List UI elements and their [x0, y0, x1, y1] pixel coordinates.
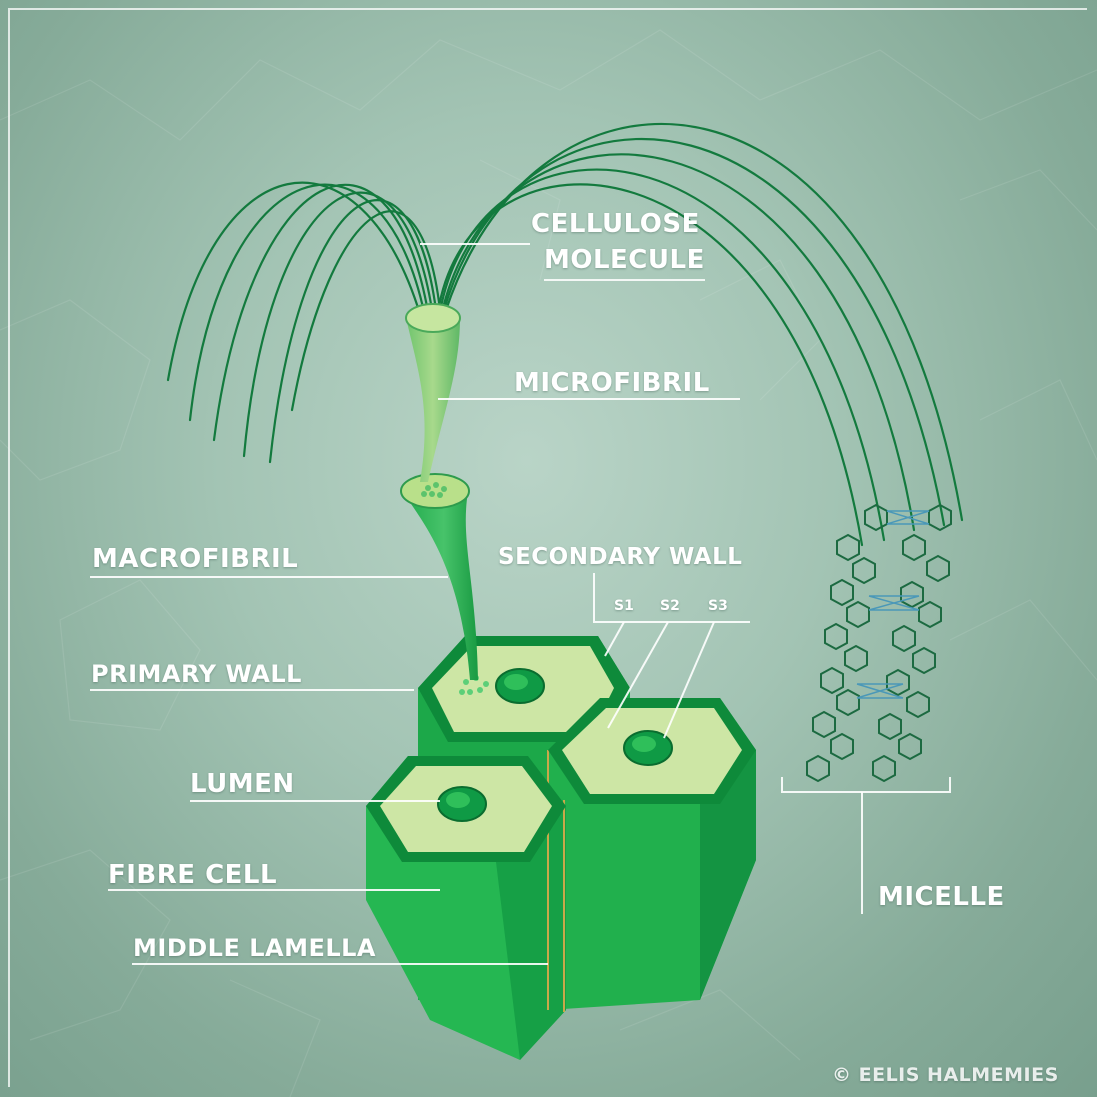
label-s2: S2	[660, 599, 680, 613]
micelle-chains	[807, 505, 951, 781]
credit-text: © EELIS HALMEMIES	[832, 1066, 1059, 1085]
fibre-cells	[366, 636, 756, 1060]
label-secondary-wall: SECONDARY WALL	[498, 546, 742, 569]
label-cellulose-line1: CELLULOSE	[531, 211, 700, 237]
label-s3: S3	[708, 599, 728, 613]
label-fibre-cell: FIBRE CELL	[108, 862, 277, 888]
label-middle-lamella: MIDDLE LAMELLA	[133, 936, 376, 960]
label-cellulose-line2: MOLECULE	[544, 247, 705, 281]
label-lumen: LUMEN	[190, 771, 295, 797]
label-s1: S1	[614, 599, 634, 613]
label-macrofibril: MACROFIBRIL	[92, 546, 298, 572]
microfibril-shape	[406, 304, 460, 482]
cellulose-strands	[168, 124, 962, 545]
label-microfibril: MICROFIBRIL	[514, 370, 710, 396]
label-micelle: MICELLE	[878, 884, 1005, 910]
label-primary-wall: PRIMARY WALL	[91, 662, 302, 686]
